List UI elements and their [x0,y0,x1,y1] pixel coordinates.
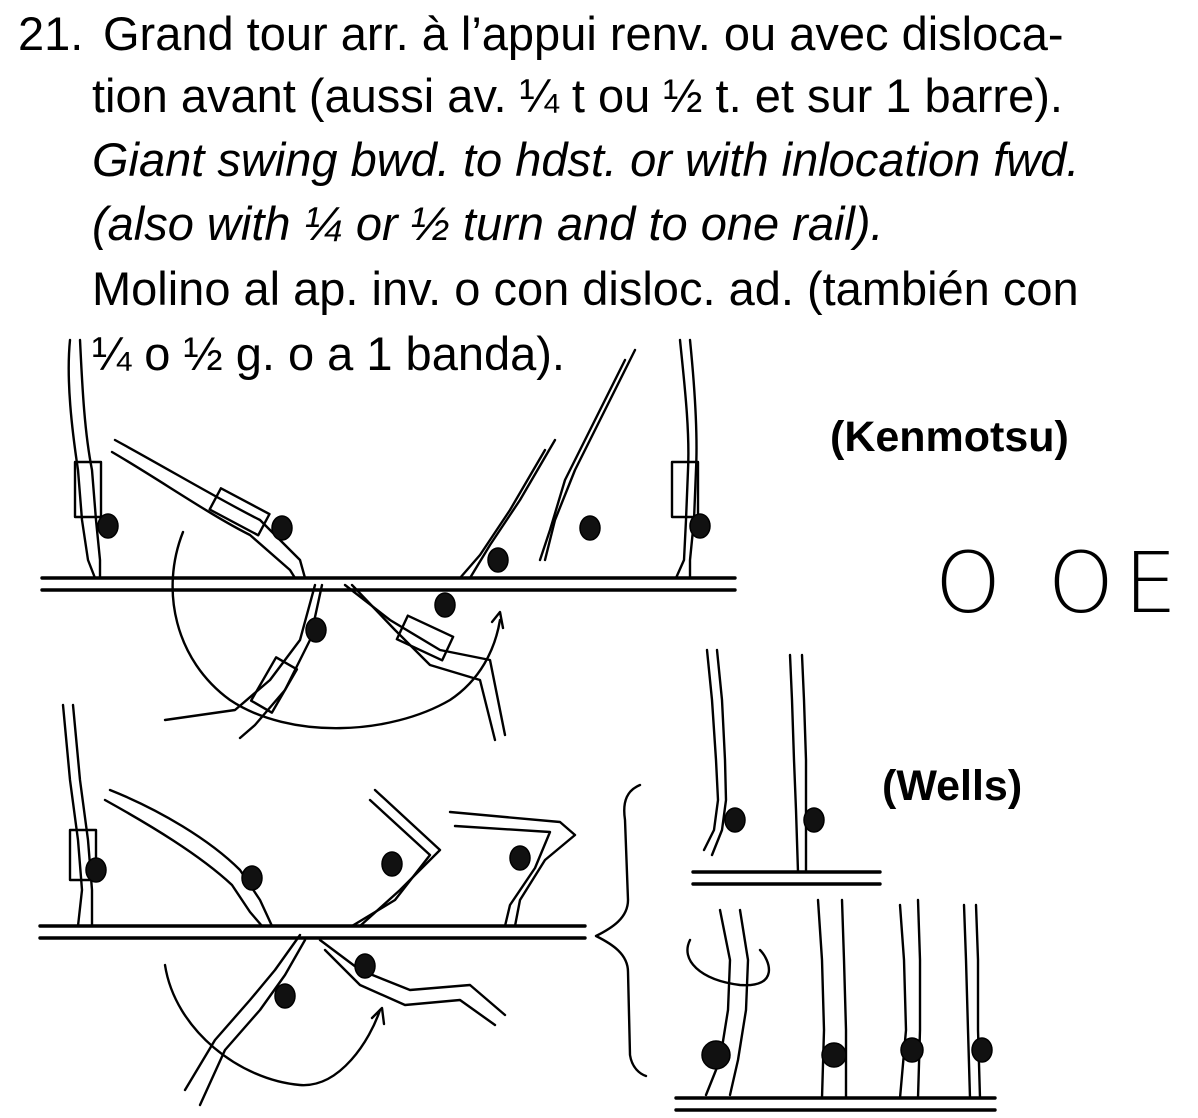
kenmotsu-name: (Kenmotsu) [830,413,1069,461]
gymnast-wells-sequence [594,648,997,1112]
arc-arrow-icon-2 [370,1006,386,1026]
gymnast-giant-swing-to-handstand [40,338,737,742]
spanish-line-2: ¼ o ½ g. o a 1 banda). [92,327,565,380]
handwritten-mark: O OE [935,534,1188,632]
english-line-2: (also with ¼ or ½ turn and to one rail). [92,197,884,250]
english-line-1: Giant swing bwd. to hdst. or with inloca… [92,133,1080,186]
wells-name: (Wells) [882,762,1023,810]
gymnast-giant-swing-with-inlocation [38,703,587,1107]
swing-arc [171,530,502,730]
arc-arrow-icon [490,610,505,630]
french-line-1: Grand tour arr. à l’appui renv. ou avec … [103,7,1064,60]
element-number: 21. [18,7,84,60]
grouping-brace [594,783,648,1078]
swing-arc-2 [163,963,382,1087]
french-line-2: tion avant (aussi av. ¼ t ou ½ t. et sur… [92,69,1063,122]
spanish-line-1: Molino al ap. inv. o con disloc. ad. (ta… [92,262,1079,315]
